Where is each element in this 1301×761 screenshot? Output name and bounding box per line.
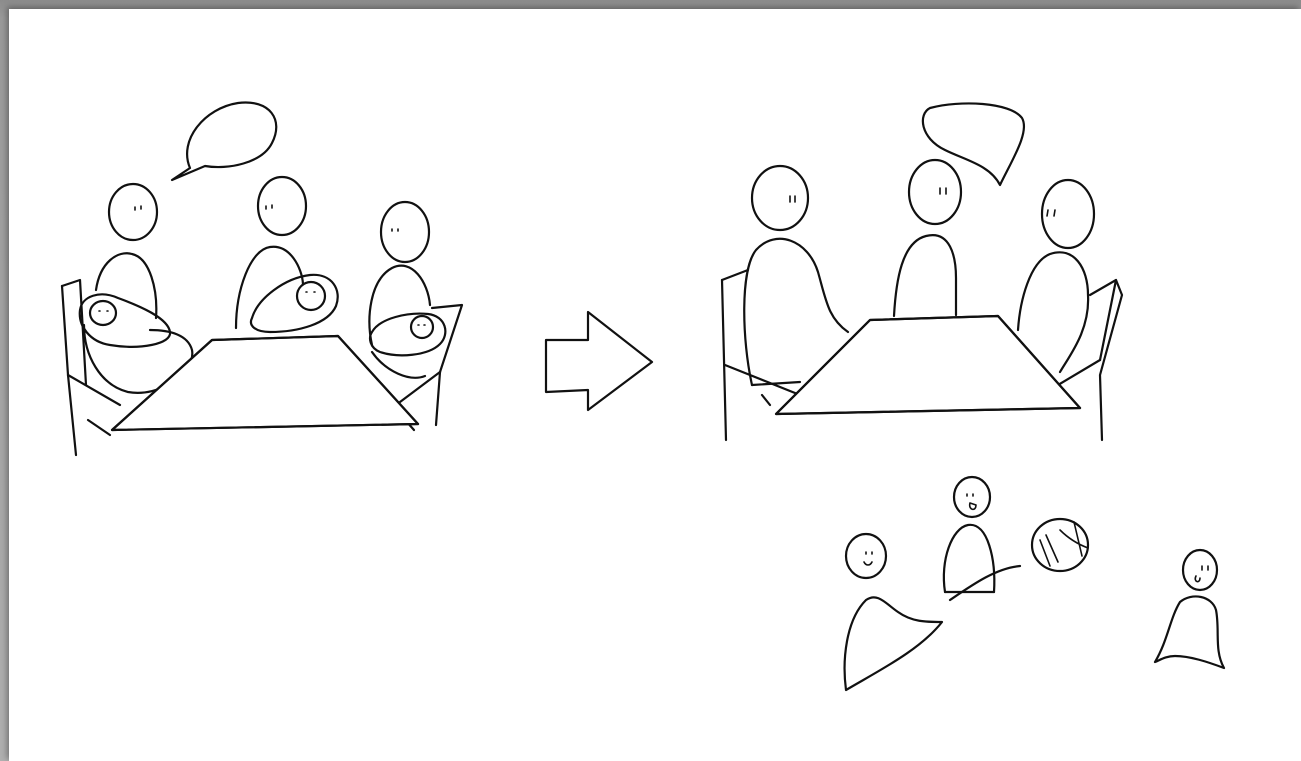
person-left-3 [369, 202, 445, 378]
arrow-right-icon [546, 312, 652, 410]
person-right-1 [744, 166, 848, 385]
table-left [112, 336, 418, 430]
speech-bubble-right [923, 103, 1024, 185]
baby-2 [251, 275, 338, 332]
ball-icon [1032, 519, 1088, 571]
left-scene-meeting-with-babies [62, 103, 462, 455]
person-right-3 [1018, 180, 1094, 372]
child-2 [944, 477, 1020, 600]
child-3 [1155, 550, 1224, 668]
person-left-1 [80, 184, 193, 393]
person-right-2 [894, 160, 961, 316]
right-scene-meeting [722, 103, 1122, 440]
bottom-scene-playing [845, 477, 1224, 690]
child-1 [845, 534, 942, 690]
person-left-2 [236, 177, 338, 332]
baby-3 [370, 314, 445, 356]
table-right [776, 316, 1080, 414]
speech-bubble-left [172, 103, 276, 180]
